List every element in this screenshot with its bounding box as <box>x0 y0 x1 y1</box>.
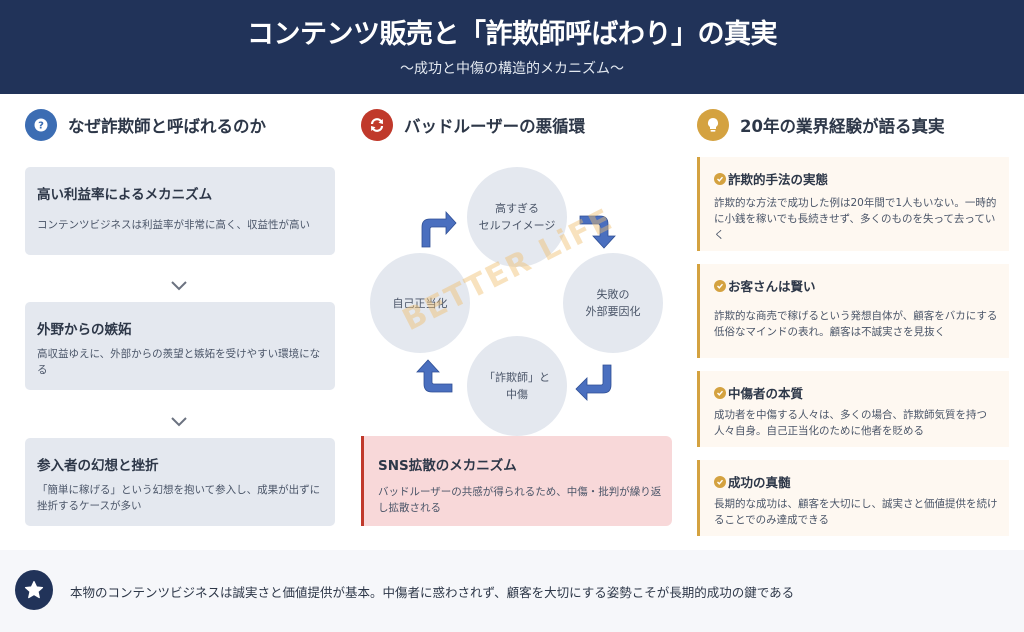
card-title: 成功の真髄 <box>714 472 791 491</box>
cycle-node-external-blame: 失敗の 外部要因化 <box>563 253 663 353</box>
reason-card: 参入者の幻想と挫折 「簡単に稼げる」という幻想を抱いて参入し、成果が出ずに挫折す… <box>25 438 335 526</box>
star-icon <box>15 570 53 610</box>
sns-mechanism-card: SNS拡散のメカニズム バッドルーザーの共感が得られるため、中傷・批判が繰り返し… <box>361 436 672 526</box>
section-title: バッドルーザーの悪循環 <box>404 117 586 136</box>
check-circle-icon <box>714 172 726 185</box>
card-body: バッドルーザーの共感が得られるため、中傷・批判が繰り返し拡散される <box>378 486 662 514</box>
footer-banner: 本物のコンテンツビジネスは誠実さと価値提供が基本。中傷者に惑わされず、顧客を大切… <box>0 550 1024 632</box>
section-header-truth: 20年の業界経験が語る真実 <box>697 108 944 142</box>
section-header-why: ? なぜ詐欺師と呼ばれるのか <box>25 108 266 142</box>
cycle-arrow-icon <box>416 359 453 393</box>
card-body: 詐欺的な商売で稼げるという発想自体が、顧客をバカにする低俗なマインドの表れ。顧客… <box>714 310 998 338</box>
header-banner: コンテンツ販売と「詐欺師呼ばわり」の真実 〜成功と中傷の構造的メカニズム〜 <box>0 0 1024 94</box>
card-title: SNS拡散のメカニズム <box>378 458 517 474</box>
page-title: コンテンツ販売と「詐欺師呼ばわり」の真実 <box>247 19 778 50</box>
truth-card: 詐欺的手法の実態 詐欺的な方法で成功した例は20年間で1人もいない。一時的に小銭… <box>697 157 1009 251</box>
truth-card: 成功の真髄 長期的な成功は、顧客を大切にし、誠実さと価値提供を続けることでのみ達… <box>697 460 1009 536</box>
card-body: 「簡単に稼げる」という幻想を抱いて参入し、成果が出ずに挫折するケースが多い <box>37 484 321 512</box>
cycle-node-self-image: 高すぎる セルフイメージ <box>467 167 567 267</box>
card-title: 中傷者の本質 <box>714 383 803 402</box>
cycle-arrow-icon <box>575 364 612 401</box>
card-body: 詐欺的な方法で成功した例は20年間で1人もいない。一時的に小銭を稼いでも長続きせ… <box>714 197 997 241</box>
card-title: 外野からの嫉妬 <box>37 322 132 338</box>
truth-card: お客さんは賢い 詐欺的な商売で稼げるという発想自体が、顧客をバカにする低俗なマイ… <box>697 264 1009 358</box>
card-body: 成功者を中傷する人々は、多くの場合、詐欺師気質を持つ人々自身。自己正当化のために… <box>714 409 987 437</box>
check-circle-icon <box>714 386 726 399</box>
card-title: お客さんは賢い <box>714 276 816 295</box>
footer-message: 本物のコンテンツビジネスは誠実さと価値提供が基本。中傷者に惑わされず、顧客を大切… <box>70 585 795 600</box>
section-title: なぜ詐欺師と呼ばれるのか <box>68 117 266 136</box>
chevron-down-icon <box>171 281 187 291</box>
cycle-node-self-justification: 自己正当化 <box>370 253 470 353</box>
chevron-down-icon <box>171 417 187 427</box>
question-icon: ? <box>25 109 57 141</box>
card-body: 高収益ゆえに、外部からの羨望と嫉妬を受けやすい環境になる <box>37 348 321 376</box>
card-title: 詐欺的手法の実態 <box>714 169 828 188</box>
card-body: 長期的な成功は、顧客を大切にし、誠実さと価値提供を続けることでのみ達成できる <box>714 498 998 526</box>
refresh-icon <box>361 109 393 141</box>
section-title: 20年の業界経験が語る真実 <box>740 117 945 136</box>
cycle-arrow-icon <box>579 215 616 249</box>
cycle-node-slander: 「詐欺師」と 中傷 <box>467 336 567 436</box>
check-circle-icon <box>714 279 726 292</box>
lightbulb-icon <box>697 109 729 141</box>
section-header-cycle: バッドルーザーの悪循環 <box>361 108 585 142</box>
page-subtitle: 〜成功と中傷の構造的メカニズム〜 <box>400 61 624 77</box>
card-title: 参入者の幻想と挫折 <box>37 458 159 474</box>
reason-card: 外野からの嫉妬 高収益ゆえに、外部からの羨望と嫉妬を受けやすい環境になる <box>25 302 335 390</box>
reason-card: 高い利益率によるメカニズム コンテンツビジネスは利益率が非常に高く、収益性が高い <box>25 167 335 255</box>
card-body: コンテンツビジネスは利益率が非常に高く、収益性が高い <box>37 219 310 231</box>
card-title: 高い利益率によるメカニズム <box>37 187 213 203</box>
truth-card: 中傷者の本質 成功者を中傷する人々は、多くの場合、詐欺師気質を持つ人々自身。自己… <box>697 371 1009 447</box>
svg-text:?: ? <box>38 121 44 132</box>
cycle-arrow-icon <box>421 210 457 248</box>
check-circle-icon <box>714 475 726 488</box>
